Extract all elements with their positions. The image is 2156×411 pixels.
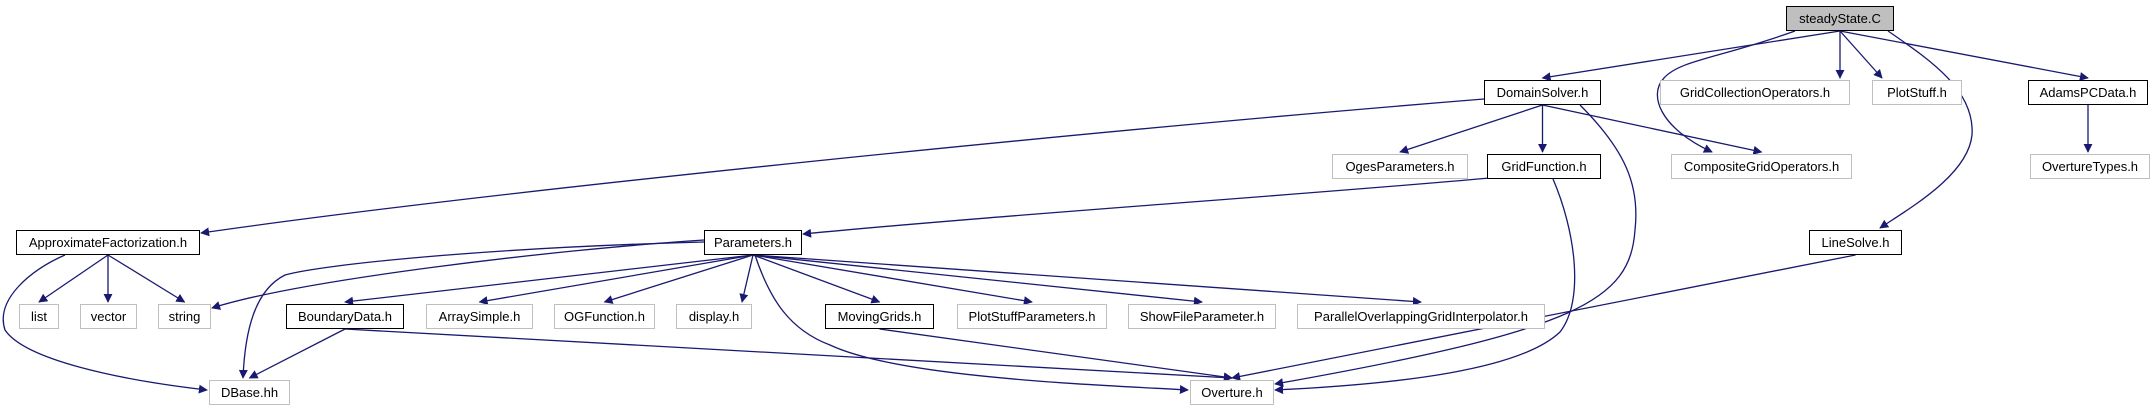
edge-parameters-h-to-showfileparameter-h xyxy=(752,254,1203,306)
node-label: list xyxy=(31,309,47,324)
edge-domainsolver-h-to-approximatefactorization-h xyxy=(200,98,1485,237)
node-label: DBase.hh xyxy=(220,385,279,400)
node-overture-h: Overture.h xyxy=(1190,380,1274,405)
node-steadystate-c: steadyState.C xyxy=(1786,6,1894,31)
node-label: DomainSolver.h xyxy=(1496,85,1589,100)
edge-domainsolver-h-to-compositegridoperators-h xyxy=(1542,104,1763,155)
node-label: OgesParameters.h xyxy=(1345,159,1455,174)
edge-gridfunction-h-to-parameters-h xyxy=(802,177,1491,238)
node-label: steadyState.C xyxy=(1799,11,1881,26)
node-plotstuffparameters-h: PlotStuffParameters.h xyxy=(957,304,1107,329)
node-label: MovingGrids.h xyxy=(837,309,922,324)
node-label: GridFunction.h xyxy=(1501,159,1587,174)
node-boundarydata-h[interactable]: BoundaryData.h xyxy=(286,304,404,329)
edge-parameters-h-to-ogfunction-h xyxy=(603,254,754,304)
node-gridfunction-h[interactable]: GridFunction.h xyxy=(1487,154,1601,179)
edge-boundarydata-h-to-dbase-hh xyxy=(248,328,346,379)
node-label: OvertureTypes.h xyxy=(2041,159,2139,174)
edge-approximatefactorization-h-to-dbase-hh xyxy=(2,254,208,394)
node-label: Parameters.h xyxy=(713,235,793,250)
node-paralleloverlappinggridinterpolator-h: ParallelOverlappingGridInterpolator.h xyxy=(1297,304,1545,329)
node-gridcollectionoperators-h: GridCollectionOperators.h xyxy=(1660,80,1850,105)
edge-layer xyxy=(2,30,2093,395)
edge-parameters-h-to-boundarydata-h xyxy=(344,254,754,306)
node-label: LineSolve.h xyxy=(1821,235,1890,250)
node-label: ParallelOverlappingGridInterpolator.h xyxy=(1314,309,1528,324)
node-movinggrids-h[interactable]: MovingGrids.h xyxy=(825,304,934,329)
node-parameters-h[interactable]: Parameters.h xyxy=(704,230,802,255)
edge-steadystate-c-to-linesolve-h xyxy=(1879,30,1973,229)
edge-steadystate-c-to-adamspcdata-h xyxy=(1839,30,2089,81)
node-label: GridCollectionOperators.h xyxy=(1679,85,1831,100)
node-showfileparameter-h: ShowFileParameter.h xyxy=(1128,304,1276,329)
edge-steadystate-c-to-compositegridoperators-h xyxy=(1656,30,1796,153)
node-label: AdamsPCData.h xyxy=(2039,85,2137,100)
edge-parameters-h-to-arraysimple-h xyxy=(478,254,754,306)
node-label: vector xyxy=(90,309,127,324)
node-adamspcdata-h[interactable]: AdamsPCData.h xyxy=(2028,80,2148,105)
node-label: ArraySimple.h xyxy=(438,309,521,324)
node-ogfunction-h: OGFunction.h xyxy=(554,304,655,329)
edge-domainsolver-h-to-overture-h xyxy=(1274,104,1637,388)
node-label: ShowFileParameter.h xyxy=(1139,309,1265,324)
edge-parameters-h-to-display-h xyxy=(739,254,754,303)
edge-approximatefactorization-h-to-list xyxy=(38,254,109,303)
node-label: string xyxy=(168,309,201,324)
edge-parameters-h-to-dbase-hh xyxy=(238,241,705,379)
node-approximatefactorization-h[interactable]: ApproximateFactorization.h xyxy=(16,230,200,255)
node-label: BoundaryData.h xyxy=(298,309,392,324)
edge-steadystate-c-to-domainsolver-h xyxy=(1541,30,1841,82)
node-ogesparameters-h: OgesParameters.h xyxy=(1332,154,1468,179)
edge-parameters-h-to-movinggrids-h xyxy=(752,254,881,304)
edge-domainsolver-h-to-ogesparameters-h xyxy=(1399,104,1543,154)
node-overturetypes-h: OvertureTypes.h xyxy=(2030,154,2150,179)
node-label: Overture.h xyxy=(1201,385,1263,400)
node-string: string xyxy=(158,304,211,329)
node-label: CompositeGridOperators.h xyxy=(1683,159,1840,174)
node-domainsolver-h[interactable]: DomainSolver.h xyxy=(1484,80,1601,105)
node-vector: vector xyxy=(80,304,137,329)
node-arraysimple-h: ArraySimple.h xyxy=(426,304,533,329)
node-label: display.h xyxy=(688,309,740,324)
node-label: ApproximateFactorization.h xyxy=(28,235,188,250)
edge-approximatefactorization-h-to-string xyxy=(107,254,186,303)
node-label: OGFunction.h xyxy=(564,309,645,324)
node-label: PlotStuffParameters.h xyxy=(968,309,1096,324)
node-plotstuff-h: PlotStuff.h xyxy=(1872,80,1962,105)
node-display-h: display.h xyxy=(676,304,752,329)
node-list: list xyxy=(19,304,59,329)
node-linesolve-h[interactable]: LineSolve.h xyxy=(1809,230,1902,255)
node-dbase-hh: DBase.hh xyxy=(209,380,290,405)
edge-parameters-h-to-string xyxy=(211,239,705,310)
edge-gridfunction-h-to-overture-h xyxy=(1274,178,1576,395)
edge-parameters-h-to-paralleloverlappinggridinterpolator-h xyxy=(752,254,1422,306)
edge-parameters-h-to-plotstuffparameters-h xyxy=(752,254,1033,306)
edge-movinggrids-h-to-overture-h xyxy=(879,328,1233,382)
node-label: PlotStuff.h xyxy=(1887,85,1947,100)
edge-boundarydata-h-to-overture-h xyxy=(344,328,1233,383)
node-compositegridoperators-h: CompositeGridOperators.h xyxy=(1671,154,1852,179)
edge-steadystate-c-to-plotstuff-h xyxy=(1839,30,1883,79)
